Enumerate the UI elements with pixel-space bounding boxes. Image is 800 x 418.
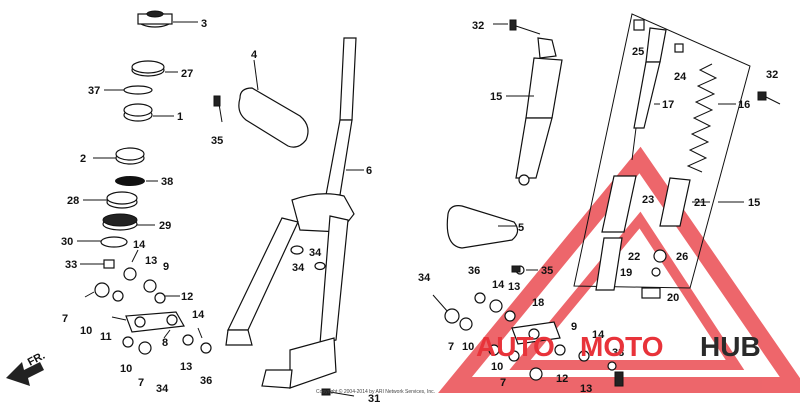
callout-12b: 12 [556, 373, 568, 385]
callout-30: 30 [61, 236, 73, 248]
callout-19: 19 [620, 267, 632, 279]
callout-14c: 14 [492, 279, 505, 291]
callout-5: 5 [518, 222, 524, 234]
callout-37: 37 [88, 85, 100, 97]
bolt-35 [213, 95, 521, 273]
callout-13d: 13 [580, 383, 592, 395]
callout-3: 3 [201, 18, 207, 30]
watermark-wordmark: AUTO MOTO HUB [476, 331, 761, 362]
callout-14b: 14 [192, 309, 205, 321]
callout-35b: 35 [541, 265, 553, 277]
callout-22: 22 [628, 251, 640, 263]
callout-28: 28 [67, 195, 79, 207]
callout-9b: 9 [571, 321, 577, 333]
callout-33: 33 [65, 259, 77, 271]
callout-34c: 34 [292, 262, 305, 274]
callout-15b: 15 [748, 197, 760, 209]
callout-10: 10 [80, 325, 92, 337]
callout-34d: 34 [418, 272, 431, 284]
callout-26: 26 [676, 251, 688, 263]
callout-9: 9 [163, 261, 169, 273]
callout-13b: 13 [180, 361, 192, 373]
callout-34: 34 [156, 383, 169, 395]
callout-4: 4 [251, 49, 258, 61]
copyright-text: Copyright © 2004-2014 by ARI Network Ser… [316, 388, 435, 395]
callout-16: 16 [738, 99, 750, 111]
front-fork-assembly [217, 37, 364, 397]
watermark-logo [438, 146, 800, 393]
callout-7b: 7 [138, 377, 144, 389]
callout-32b: 32 [766, 69, 778, 81]
callout-7c: 7 [448, 341, 454, 353]
callout-27: 27 [181, 68, 193, 80]
callout-14: 14 [133, 239, 146, 251]
callout-13c: 13 [508, 281, 520, 293]
callout-10c: 10 [462, 341, 474, 353]
callout-33b: 33 [612, 347, 624, 359]
callout-7: 7 [62, 313, 68, 325]
callout-10b: 10 [120, 363, 132, 375]
callout-14d: 14 [592, 329, 605, 341]
center-link-assembly [432, 265, 624, 387]
callout-20: 20 [667, 292, 679, 304]
callout-13: 13 [145, 255, 157, 267]
callout-29: 29 [159, 220, 171, 232]
callout-10d: 10 [491, 361, 503, 373]
callout-34b: 34 [309, 247, 322, 259]
callout-8: 8 [162, 337, 168, 349]
callout-23: 23 [642, 194, 654, 206]
front-label: FR. [26, 350, 47, 369]
bolt-32-right [757, 91, 781, 105]
callout-11: 11 [100, 331, 112, 343]
callout-7d: 7 [500, 377, 506, 389]
callout-17: 17 [662, 99, 674, 111]
callout-18: 18 [532, 297, 544, 309]
callout-2: 2 [80, 153, 86, 165]
callout-12: 12 [181, 291, 193, 303]
rear-shock-absorber [446, 19, 563, 249]
callout-38: 38 [161, 176, 173, 188]
callout-1: 1 [177, 111, 183, 123]
watermark-brand-right: HUB [700, 331, 761, 362]
callout-35: 35 [211, 135, 223, 147]
left-link-assembly [80, 249, 212, 355]
front-direction-indicator: FR. [6, 350, 47, 386]
callout-21: 21 [694, 197, 706, 209]
callout-25: 25 [632, 46, 644, 58]
callout-15: 15 [490, 91, 502, 103]
callout-36: 36 [200, 375, 212, 387]
watermark-brand-mid: MOTO [580, 331, 663, 362]
damper-assembly [573, 13, 751, 299]
watermark-brand-left: AUTO [476, 331, 555, 362]
callout-31: 31 [368, 393, 380, 405]
steering-stem-bearing-stack [77, 10, 198, 248]
callout-6: 6 [366, 165, 372, 177]
callout-labels: 3 27 37 1 2 38 28 29 30 14 33 13 9 12 7 … [61, 18, 778, 405]
callout-24: 24 [674, 71, 687, 83]
callout-32: 32 [472, 20, 484, 32]
callout-36b: 36 [468, 265, 480, 277]
